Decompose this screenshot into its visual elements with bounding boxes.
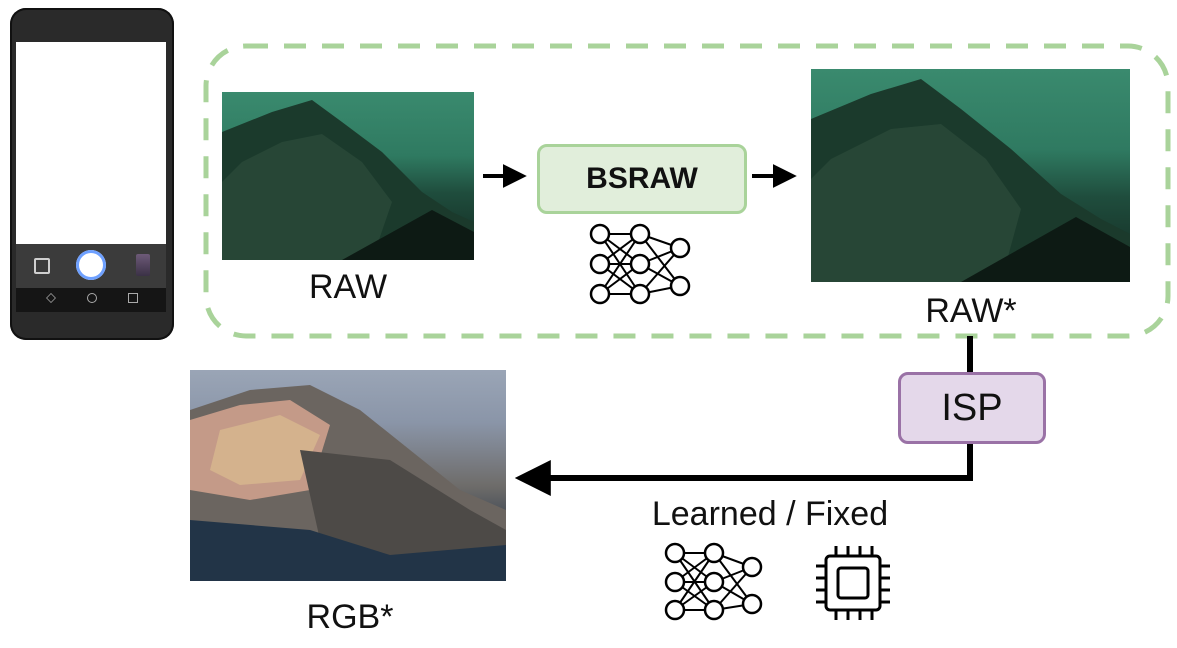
neural-network-icon (589, 223, 691, 305)
isp-box: ISP (898, 372, 1046, 444)
raw-star-label: RAW* (925, 292, 1017, 330)
raw-label: RAW (308, 268, 388, 306)
shutter-button-icon (76, 250, 106, 280)
rgb-star-image (190, 370, 506, 581)
raw-image (222, 92, 474, 260)
learned-fixed-label: Learned / Fixed (651, 495, 889, 533)
arrow-isp-to-rgb (514, 440, 973, 496)
phone-screen (16, 42, 166, 244)
rgb-star-label: RGB* (306, 598, 394, 636)
raw-star-image (811, 69, 1130, 282)
bsraw-model-box: BSRAW (537, 144, 747, 214)
nav-recents-icon (128, 293, 138, 303)
chip-icon (816, 546, 890, 620)
bsraw-label: BSRAW (586, 162, 698, 195)
gallery-thumbnail (136, 254, 150, 276)
isp-label: ISP (941, 386, 1003, 429)
camera-switch-icon (34, 258, 50, 274)
nav-home-icon (87, 293, 97, 303)
neural-network-icon (664, 542, 763, 621)
